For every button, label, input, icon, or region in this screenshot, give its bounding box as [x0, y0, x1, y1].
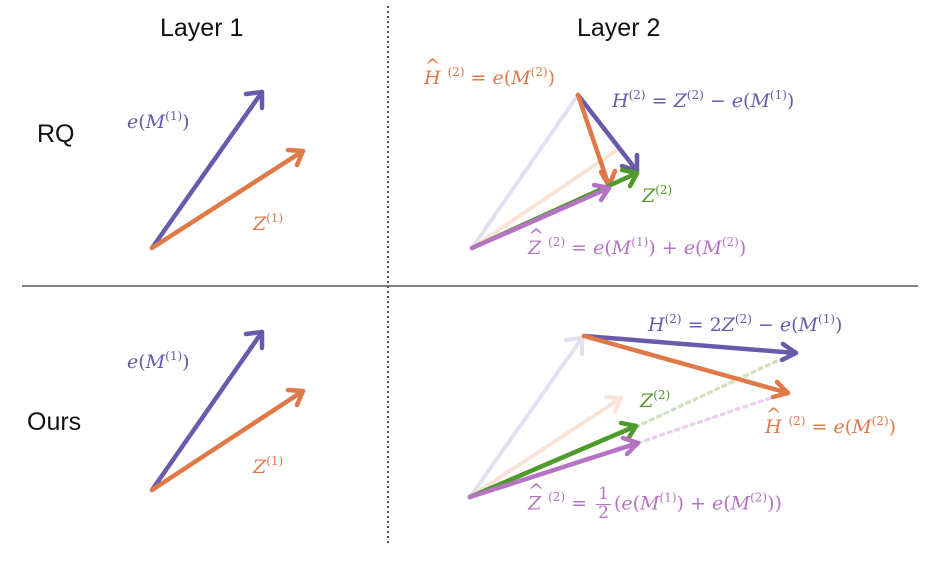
- ours-layer2-zhat2-arrow: [467, 435, 641, 500]
- ours-layer2-dotted-zhat2-extension: [636, 390, 790, 445]
- row-header-ours: Ours: [27, 408, 82, 436]
- label-hhat2-ours: H^(2) = e(M(2)): [765, 404, 897, 438]
- label-e-m1-ours: e(M(1)): [127, 349, 190, 373]
- label-h2-ours: H(2) = 2Z(2) − e(M(1)): [648, 312, 843, 336]
- label-z2-ours: Z(2): [640, 388, 671, 412]
- rq-layer1-e-m1-arrow: [149, 89, 265, 251]
- column-header-layer1: Layer 1: [160, 14, 244, 42]
- label-z1-rq: Z(1): [253, 211, 284, 235]
- ours-layer2-dotted-z2-extension: [634, 350, 798, 429]
- rq-layer2-faint-z1-arrow: [470, 148, 619, 250]
- label-z1-ours: Z(1): [253, 454, 284, 478]
- label-e-m1-rq: e(M(1)): [127, 109, 190, 133]
- ours-layer2-hhat2-arrow: [581, 333, 791, 400]
- ours-layer2-z2-arrow: [467, 420, 639, 500]
- ours-layer1-e-m1-arrow: [149, 329, 265, 493]
- ours-layer2-faint-z1-arrow: [468, 395, 623, 499]
- label-hhat2-rq: H^(2) = e(M(2)): [424, 55, 556, 89]
- rq-layer2-faint-e-m1-arrow: [470, 93, 580, 250]
- rq-layer2-zhat2-arrow: [469, 182, 612, 251]
- ours-layer2-h2-residual-arrow: [581, 333, 799, 363]
- label-z2-rq: Z(2): [642, 183, 673, 207]
- ours-layer2-faint-e-m1-arrow: [468, 336, 584, 499]
- rq-layer1-z1-arrow: [149, 147, 306, 251]
- label-zhat2-rq: Z^(2) = e(M(1)) + e(M(2)): [528, 225, 747, 259]
- ours-layer1-z1-arrow: [149, 387, 306, 493]
- label-h2-rq: H(2) = Z(2) − e(M(1)): [612, 88, 795, 112]
- column-header-layer2: Layer 2: [577, 14, 661, 42]
- row-header-rq: RQ: [37, 120, 75, 148]
